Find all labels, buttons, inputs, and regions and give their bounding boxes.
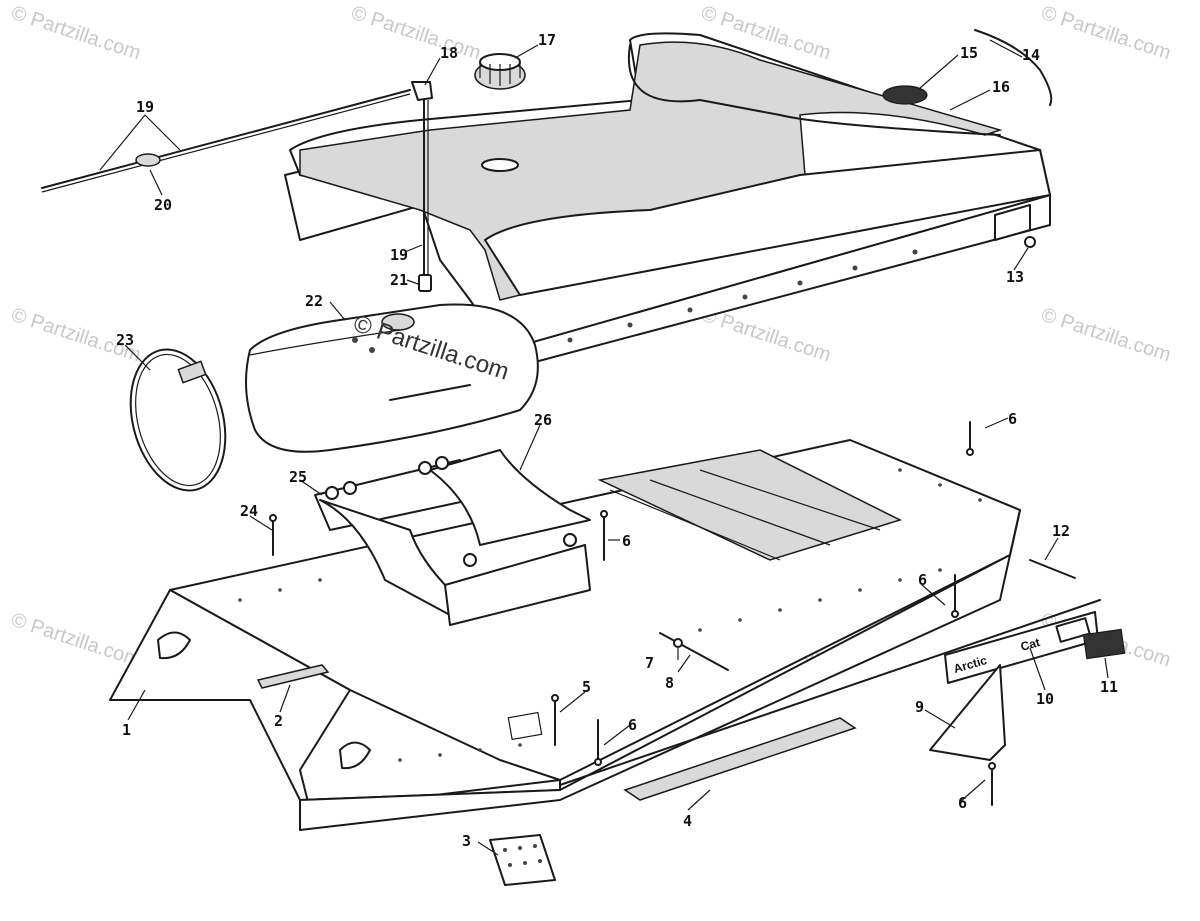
callout-2: 2 (274, 712, 283, 730)
watermark-top-center: © Partzilla.com (348, 2, 483, 65)
callout-26: 26 (534, 411, 552, 429)
callout-7: 7 (645, 654, 654, 672)
support-front (444, 544, 591, 626)
fuel-tank (245, 303, 539, 453)
tank-support (314, 449, 591, 626)
callout-12: 12 (1052, 522, 1070, 540)
watermark-top-left: © Partzilla.com (8, 2, 143, 65)
bracket-3 (489, 834, 556, 886)
watermark-top-far-right: © Partzilla.com (1038, 2, 1173, 65)
callout-9: 9 (915, 698, 924, 716)
fuel-tank-body (245, 303, 539, 453)
callout-20: 20 (154, 196, 172, 214)
fitting-18 (411, 81, 433, 101)
belly-pan (109, 439, 1101, 886)
callout-6-top: 6 (1008, 410, 1017, 428)
seat-cushion-front (484, 149, 1051, 296)
filler-cap (474, 53, 526, 90)
callouts: 1 2 3 4 5 6 6 6 6 6 7 8 9 10 11 12 13 14… (116, 31, 1118, 850)
filler-hole (481, 158, 519, 172)
seat-edge-line (627, 44, 1001, 136)
belly-pan-front (299, 509, 1021, 831)
callout-21: 21 (390, 271, 408, 289)
callout-14: 14 (1022, 46, 1040, 64)
callout-8: 8 (665, 674, 674, 692)
fuel-line (41, 89, 411, 189)
tank-strap (129, 348, 227, 492)
tank-neck (381, 313, 415, 331)
leader-lines (99, 39, 1109, 856)
seat-vent (882, 85, 928, 105)
callout-1: 1 (122, 721, 131, 739)
decal-group: Arctic Cat (944, 611, 1126, 684)
trim-strip (623, 717, 857, 801)
callout-3: 3 (462, 832, 471, 850)
callout-6-front: 6 (628, 716, 637, 734)
callout-5: 5 (582, 678, 591, 696)
watermark-low-left: © Partzilla.com (8, 609, 143, 672)
callout-6-bottom: 6 (958, 794, 967, 812)
watermark-mid-far-right: © Partzilla.com (1038, 304, 1173, 367)
callout-16: 16 (992, 78, 1010, 96)
callout-19-cable: 19 (136, 98, 154, 116)
callout-10: 10 (1036, 690, 1054, 708)
callout-6-decal: 6 (918, 571, 927, 589)
callout-11: 11 (1100, 678, 1118, 696)
strap-clamp (177, 360, 207, 384)
callout-19-vent: 19 (390, 246, 408, 264)
fuel-filter (135, 153, 161, 167)
callout-22: 22 (305, 292, 323, 310)
bolt-13 (1024, 236, 1036, 248)
reflector (1082, 628, 1126, 660)
bracket-9 (929, 664, 1006, 761)
fasteners (269, 421, 1076, 806)
side-cutout-right (339, 741, 371, 770)
callout-25: 25 (289, 468, 307, 486)
decal-text-right: Cat (1019, 635, 1041, 654)
side-rail (559, 599, 1101, 786)
callout-6-support: 6 (622, 532, 631, 550)
fitting-21 (418, 274, 432, 292)
callout-23: 23 (116, 331, 134, 349)
side-cutout-left (157, 631, 191, 660)
support-left-bow (319, 499, 451, 616)
support-right-bow (429, 449, 591, 546)
callout-18: 18 (440, 44, 458, 62)
callout-4: 4 (683, 812, 692, 830)
rivets (238, 468, 982, 762)
callout-13: 13 (1006, 268, 1024, 286)
cable-14 (974, 29, 1053, 106)
rail-2 (256, 664, 330, 689)
cable-assembly (41, 81, 433, 292)
callout-17: 17 (538, 31, 556, 49)
seat-assembly (284, 32, 1051, 371)
callout-24: 24 (240, 502, 258, 520)
seat-bracket (994, 204, 1031, 241)
tunnel-plate (597, 449, 903, 561)
callout-15: 15 (960, 44, 978, 62)
